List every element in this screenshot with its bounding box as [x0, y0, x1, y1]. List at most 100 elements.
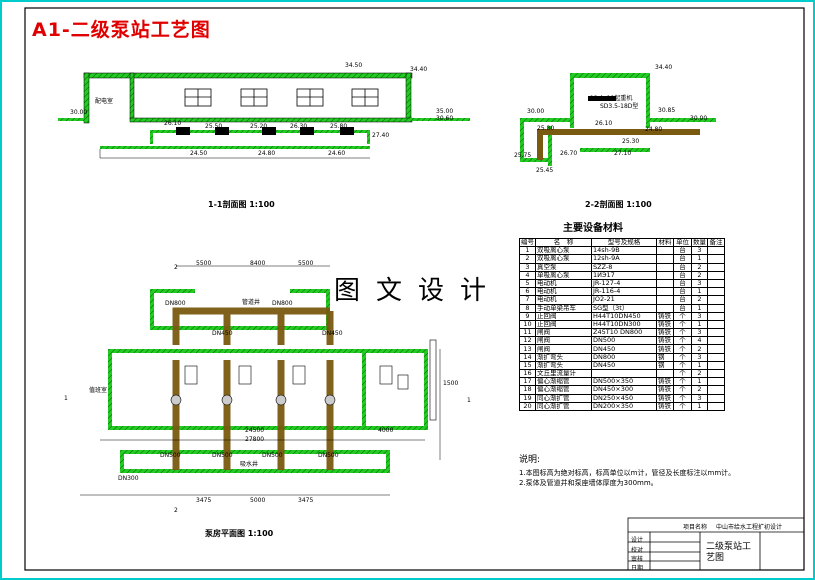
table-cell: H44T10DN300	[591, 319, 657, 330]
header-cell: 材料	[656, 237, 674, 248]
table-cell	[707, 319, 725, 330]
table-cell: 台	[673, 295, 692, 305]
project-name: 中山市给水工程扩初设计	[716, 524, 783, 531]
table-cell: 2	[691, 270, 708, 280]
table-cell: 个	[673, 344, 692, 354]
dim-label: 24500	[245, 427, 265, 434]
table-cell: 个	[673, 368, 692, 379]
notes-heading: 说明:	[519, 455, 541, 465]
header-cell: 编号	[519, 237, 536, 248]
notes: 说明: 1.本图标高为绝对标高，标高单位以m计，管径及长度标注以mm计。 2.泵…	[519, 455, 749, 488]
elev-label: 30.00	[527, 108, 545, 115]
table-cell	[707, 401, 725, 411]
table-cell	[707, 385, 725, 395]
table-cell: 个	[673, 328, 692, 338]
dim-label: 5000	[250, 497, 266, 504]
table-cell: 台	[673, 278, 692, 289]
pipe-label: DN500	[160, 452, 181, 459]
table-cell: 偏心渐缩管	[535, 377, 592, 387]
table-cell: DN800	[591, 352, 657, 362]
table-cell: 止回阀	[535, 319, 592, 330]
elev-label: 26.70	[560, 150, 578, 157]
section-mark: 1	[467, 397, 471, 404]
table-cell: 铸铁	[656, 336, 674, 346]
table-cell: 个	[673, 311, 692, 321]
plan-caption: 泵房平面图 1:100	[205, 529, 274, 538]
elev-label: 30.00	[70, 109, 88, 116]
table-cell: 同心渐扩管	[535, 401, 592, 411]
table-cell: 20	[519, 401, 536, 411]
table-cell: 1	[691, 319, 708, 330]
section-mark: 2	[174, 507, 178, 514]
table-cell: SZZ-8	[591, 262, 657, 272]
elev-label: 26.10	[164, 120, 182, 127]
table-cell	[707, 303, 725, 313]
elev-label: 25.75	[514, 152, 532, 159]
pipe-label: DN450	[322, 330, 343, 337]
table-cell: 个	[673, 352, 692, 362]
table-cell: 个	[673, 377, 692, 387]
table-cell: DN250×450	[591, 393, 657, 403]
table-cell	[707, 295, 725, 305]
table-cell: 10	[519, 319, 536, 330]
header-cell: 型号及规格	[591, 237, 657, 248]
elev-label: 27.10	[614, 150, 632, 157]
room-label: 管道井	[242, 299, 261, 306]
section-1-caption: 1-1剖面图 1:100	[208, 200, 275, 209]
table-cell: 渐扩弯头	[535, 360, 592, 371]
dim-label: 1500	[443, 380, 459, 387]
table-cell: 3	[691, 246, 708, 256]
dim-label: 4000	[378, 427, 394, 434]
room-label: 值班室	[89, 387, 108, 394]
table-cell: 台	[673, 287, 692, 297]
table-cell: 铸铁	[656, 344, 674, 354]
table-cell	[656, 278, 674, 289]
table-cell: 铸铁	[656, 377, 674, 387]
table-cell	[707, 344, 725, 354]
table-cell	[707, 352, 725, 362]
table-cell	[707, 287, 725, 297]
table-cell	[591, 368, 657, 379]
table-cell	[656, 295, 674, 305]
pipe-label: DN450	[212, 330, 233, 337]
table-cell: SG型（3t）	[591, 303, 657, 313]
table-cell: 1	[691, 401, 708, 411]
table-cell: 闸阀	[535, 336, 592, 346]
elev-label: 25.45	[536, 167, 554, 174]
dim-label: 27800	[245, 436, 265, 443]
table-cell: 1	[691, 287, 708, 297]
table-cell: 12sh-9A	[591, 254, 657, 264]
table-cell	[707, 368, 725, 379]
table-cell: JO2-21	[591, 295, 657, 305]
table-cell: 8	[519, 303, 536, 313]
table-cell: 5	[519, 278, 536, 289]
header-cell: 单位	[673, 237, 692, 248]
elev-label: 25.30	[622, 138, 640, 145]
elev-label: 34.40	[410, 66, 428, 73]
equipment-note: 12sh-19起重机	[590, 95, 633, 102]
table-cell: Z45T10 DN800	[591, 328, 657, 338]
table-cell: 钢	[656, 352, 674, 362]
table-cell: H44T10DN450	[591, 311, 657, 321]
watermark-text: 图文设计	[334, 276, 503, 306]
elev-label: 30.85	[658, 107, 676, 114]
table-cell: 手动单梁吊车	[535, 303, 592, 313]
table-cell: 个	[673, 336, 692, 346]
table-cell: 16	[519, 368, 536, 379]
table-cell: 1	[519, 246, 536, 256]
title-block	[627, 517, 805, 571]
dim-label: 3475	[196, 497, 212, 504]
